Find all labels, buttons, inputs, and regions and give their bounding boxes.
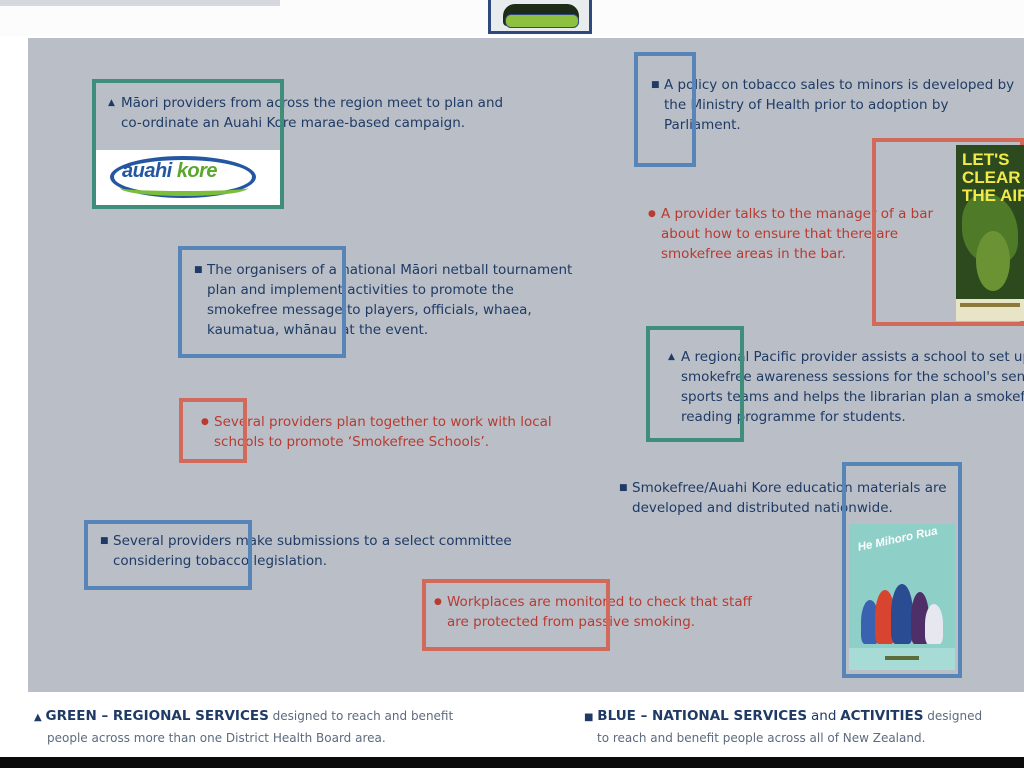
item-netball-tournament: ■ The organisers of a national Māori net… [194,260,574,340]
legend-desc-line2: to reach and benefit people across all o… [597,731,926,745]
poster-footer [956,299,1024,321]
square-marker-icon: ■ [194,265,203,275]
highlight-box-green [646,326,744,442]
highlight-box-green [92,79,284,209]
auahi-kore-logo: auahi kore [96,150,280,205]
illustrated-person [875,590,895,644]
logo-word-kore: kore [176,160,218,182]
item-text: Smokefree/Auahi Kore education materials… [632,480,947,516]
bottom-bar [0,757,1024,768]
poster-title: LET'S CLEAR THE AIR [962,150,1024,205]
circle-marker-icon: ● [648,209,656,219]
legend-and: and [810,708,837,724]
logo-swoosh-shape [120,180,248,196]
illustrated-person [911,592,929,644]
square-marker-icon: ■ [651,80,660,90]
book-illustration-people [857,576,949,648]
illustrated-person [891,584,913,644]
poster-footer-band [960,303,1020,307]
illustrated-person [861,600,879,644]
book-footer [849,648,955,670]
logo-oval-shape [110,156,256,198]
highlight-box-blue [178,246,346,358]
item-smokefree-schools: ● Several providers plan together to wor… [201,412,601,452]
item-pacific-provider-school: ▲ A regional Pacific provider assists a … [668,347,1024,427]
smokefree-poster-image: LET'S CLEAR THE AIR [956,145,1024,321]
logo-plate [505,14,579,28]
item-maori-providers-campaign: ▲ Māori providers from across the region… [108,93,528,133]
book-footer-bar [885,656,919,660]
logo-wordmark: auahi kore [122,160,218,183]
highlight-box-blue [84,520,252,590]
item-policy-tobacco-sales: ■ A policy on tobacco sales to minors is… [651,75,1021,135]
diagram-panel: ▲ Māori providers from across the region… [28,38,1024,692]
legend-blue: ■ BLUE – NATIONAL SERVICES and ACTIVITIE… [584,706,1020,748]
poster-foliage [976,231,1010,291]
item-text: Several providers make submissions to a … [113,533,512,569]
item-workplaces-monitored: ● Workplaces are monitored to check that… [434,592,764,632]
item-education-materials: ■ Smokefree/Auahi Kore education materia… [619,478,959,518]
item-text: A policy on tobacco sales to minors is d… [664,77,1015,133]
legend-key-green: GREEN – REGIONAL SERVICES [45,708,269,724]
triangle-marker-icon: ▲ [34,712,42,723]
he-mihoro-rua-book-image: He Mihoro Rua [849,524,955,670]
top-title-remnant [0,0,280,6]
triangle-marker-icon: ▲ [668,352,675,362]
item-text: Several providers plan together to work … [214,414,552,450]
highlight-box-blue [634,52,696,167]
legend-desc: designed to reach and benefit [272,709,454,723]
illustrated-person [925,604,943,644]
legend-green: ▲ GREEN – REGIONAL SERVICES designed to … [34,706,514,748]
legend-key-activities: ACTIVITIES [840,708,924,724]
square-marker-icon: ■ [100,536,109,546]
legend-desc-line2: people across more than one District Hea… [47,731,386,745]
triangle-marker-icon: ▲ [108,98,115,108]
legend-key-blue: BLUE – NATIONAL SERVICES [597,708,808,724]
square-marker-icon: ■ [584,712,594,723]
item-text: The organisers of a national Māori netba… [207,262,573,338]
square-marker-icon: ■ [619,483,628,493]
item-text: Workplaces are monitored to check that s… [447,594,752,630]
highlight-box-red [422,579,610,651]
item-text: Māori providers from across the region m… [121,95,504,131]
item-text: A regional Pacific provider assists a sc… [681,349,1024,425]
legend-desc: designed [927,709,983,723]
book-title: He Mihoro Rua [856,525,939,554]
logo-word-auahi: auahi [122,160,172,182]
circle-marker-icon: ● [434,597,442,607]
highlight-box-red [179,398,247,463]
item-bar-manager: ● A provider talks to the manager of a b… [648,204,948,264]
programme-logo-icon [488,0,592,34]
highlight-box-blue [842,462,962,678]
item-text: A provider talks to the manager of a bar… [661,206,934,262]
circle-marker-icon: ● [201,417,209,427]
item-select-committee: ■ Several providers make submissions to … [100,531,560,571]
